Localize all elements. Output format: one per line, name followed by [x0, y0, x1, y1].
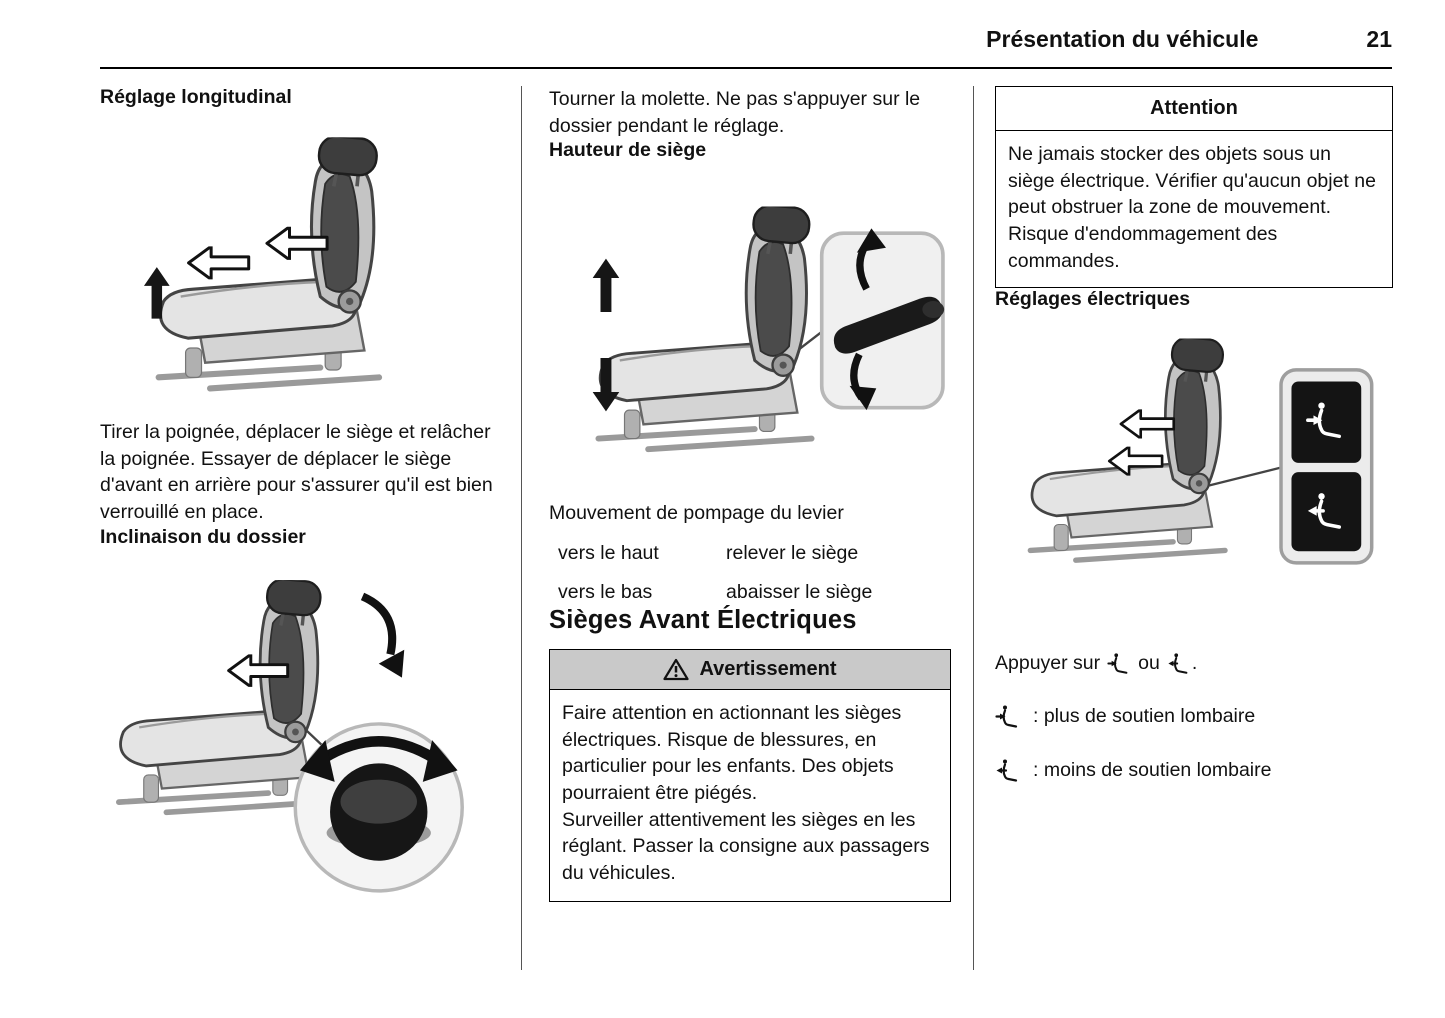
heading-electric-front-seats: Sièges Avant Électriques [549, 605, 857, 634]
header-rule [100, 67, 1392, 69]
lumbar-increase-icon [1107, 651, 1131, 677]
heading-seat-height: Hauteur de siège [549, 139, 707, 162]
column-middle: Tourner la molette. Ne pas s'appuyer sur… [549, 86, 951, 902]
height-result-up: relever le siège [726, 542, 859, 565]
height-table-row: vers le haut relever le siège [549, 541, 951, 566]
recline-rotate-arrow-icon [360, 592, 405, 678]
press-or: ou [1138, 652, 1160, 675]
warning-box: Avertissement Faire attention en actionn… [549, 648, 951, 902]
page-header: Présentation du véhicule 21 [100, 26, 1392, 53]
warning-body: Faire attention en actionnant les sièges… [550, 690, 950, 901]
backrest-recline-illustration [100, 557, 464, 893]
heading-backrest-recline: Inclinaison du dossier [100, 525, 306, 548]
knob-turn-text: Tourner la molette. Ne pas s'appuyer sur… [549, 88, 921, 137]
longitudinal-adjust-text: Tirer la poignée, déplacer le siège et r… [100, 421, 493, 524]
warning-text-1: Faire attention en actionnant les sièges… [562, 701, 902, 804]
lumbar-increase-icon [995, 703, 1021, 731]
electric-adjust-illustration [995, 321, 1374, 565]
lumbar-decrease-icon [1167, 651, 1191, 677]
lumbar-decrease-icon [995, 757, 1021, 785]
pump-movement-text: Mouvement de pompage du levier [549, 502, 844, 525]
column-divider [521, 86, 522, 970]
warning-text-2: Surveiller attentivement les sièges en l… [562, 808, 930, 885]
attention-box: Attention Ne jamais stocker des objets s… [995, 86, 1393, 288]
column-right: Attention Ne jamais stocker des objets s… [995, 86, 1393, 785]
warning-triangle-icon [663, 658, 690, 680]
page-title: Présentation du véhicule [986, 26, 1259, 52]
lumbar-more-row: : plus de soutien lombaire [995, 703, 1393, 731]
seat-height-illustration [592, 170, 945, 500]
press-prefix: Appuyer sur [995, 652, 1101, 675]
heading-electric-adjustments: Réglages électriques [995, 287, 1191, 310]
warning-title: Avertissement [699, 657, 837, 680]
longitudinal-adjust-illustration [143, 119, 472, 419]
attention-body: Ne jamais stocker des objets sous un siè… [1008, 143, 1376, 272]
height-action-up: vers le haut [558, 542, 659, 565]
height-result-down: abaisser le siège [726, 581, 873, 604]
lumbar-switch-detail [1279, 367, 1374, 565]
press-instruction: Appuyer sur ou . [995, 651, 1393, 677]
warning-header: Avertissement [550, 649, 950, 690]
press-period: . [1191, 652, 1198, 675]
column-left: Réglage longitudinal Tirer la poignée, d… [100, 86, 498, 899]
lumbar-less-text: : moins de soutien lombaire [1033, 759, 1272, 782]
lumbar-less-row: : moins de soutien lombaire [995, 757, 1393, 785]
attention-title: Attention [996, 87, 1392, 131]
height-action-down: vers le bas [558, 581, 653, 604]
heading-longitudinal-adjust: Réglage longitudinal [100, 86, 292, 108]
lumbar-more-text: : plus de soutien lombaire [1033, 705, 1256, 728]
height-table-row: vers le bas abaisser le siège [549, 580, 951, 605]
pump-lever-detail [819, 228, 945, 411]
slide-arrows-icon [186, 226, 329, 280]
page-number: 21 [1366, 26, 1392, 52]
column-divider [973, 86, 974, 970]
recline-knob-detail [293, 722, 464, 893]
raise-arrow-icon [592, 259, 620, 313]
